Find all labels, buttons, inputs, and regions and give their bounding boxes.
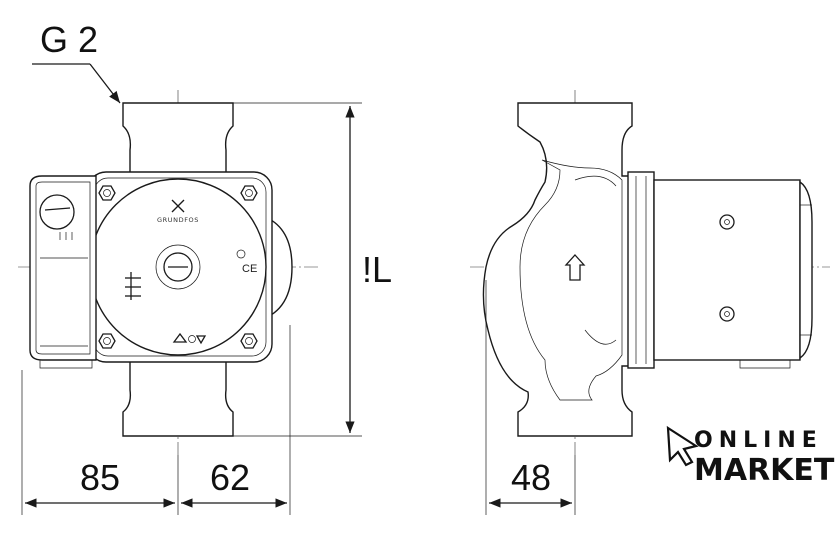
right-width-label: 62 bbox=[210, 457, 250, 498]
corner-screw-bottom-left bbox=[98, 333, 116, 349]
side-view: 48 bbox=[470, 90, 830, 515]
center-plug bbox=[163, 252, 193, 282]
depth-label: 48 bbox=[511, 457, 551, 498]
motor-screw-bottom bbox=[719, 306, 735, 322]
cursor-icon bbox=[666, 425, 699, 467]
front-view: GRUNDFOS CE bbox=[18, 19, 392, 515]
flow-arrow-icon bbox=[564, 254, 586, 281]
online-market-logo: ONLINE MARKET bbox=[666, 425, 835, 488]
brand-text: GRUNDFOS bbox=[157, 216, 199, 224]
ce-mark: CE bbox=[242, 263, 257, 275]
logo-line-2: MARKET bbox=[694, 453, 835, 488]
terminal-box bbox=[29, 175, 97, 369]
ce-dot bbox=[236, 249, 246, 259]
volute-outline bbox=[519, 159, 623, 401]
motor-end-cap bbox=[799, 180, 813, 360]
height-label: !L bbox=[362, 249, 392, 290]
grundfos-logo-icon bbox=[171, 199, 185, 213]
speed-selector-icon bbox=[125, 272, 141, 300]
motor-screw-top bbox=[719, 214, 735, 230]
center-plug-ring bbox=[155, 244, 201, 290]
warning-symbols-icon bbox=[172, 332, 207, 345]
side-casing bbox=[482, 102, 633, 437]
corner-screw-bottom-right bbox=[240, 333, 258, 349]
left-width-label: 85 bbox=[80, 457, 120, 498]
g2-leader-arrow bbox=[89, 63, 121, 104]
bottom-flange bbox=[122, 355, 234, 437]
corner-screw-top-right bbox=[240, 185, 258, 201]
cable-gland bbox=[39, 194, 75, 230]
logo-line-1: ONLINE bbox=[694, 428, 823, 453]
connection-label: G 2 bbox=[40, 19, 98, 60]
corner-screw-top-left bbox=[98, 185, 116, 201]
motor-housing bbox=[653, 179, 801, 361]
top-flange bbox=[122, 102, 234, 179]
motor-flange bbox=[627, 171, 655, 369]
